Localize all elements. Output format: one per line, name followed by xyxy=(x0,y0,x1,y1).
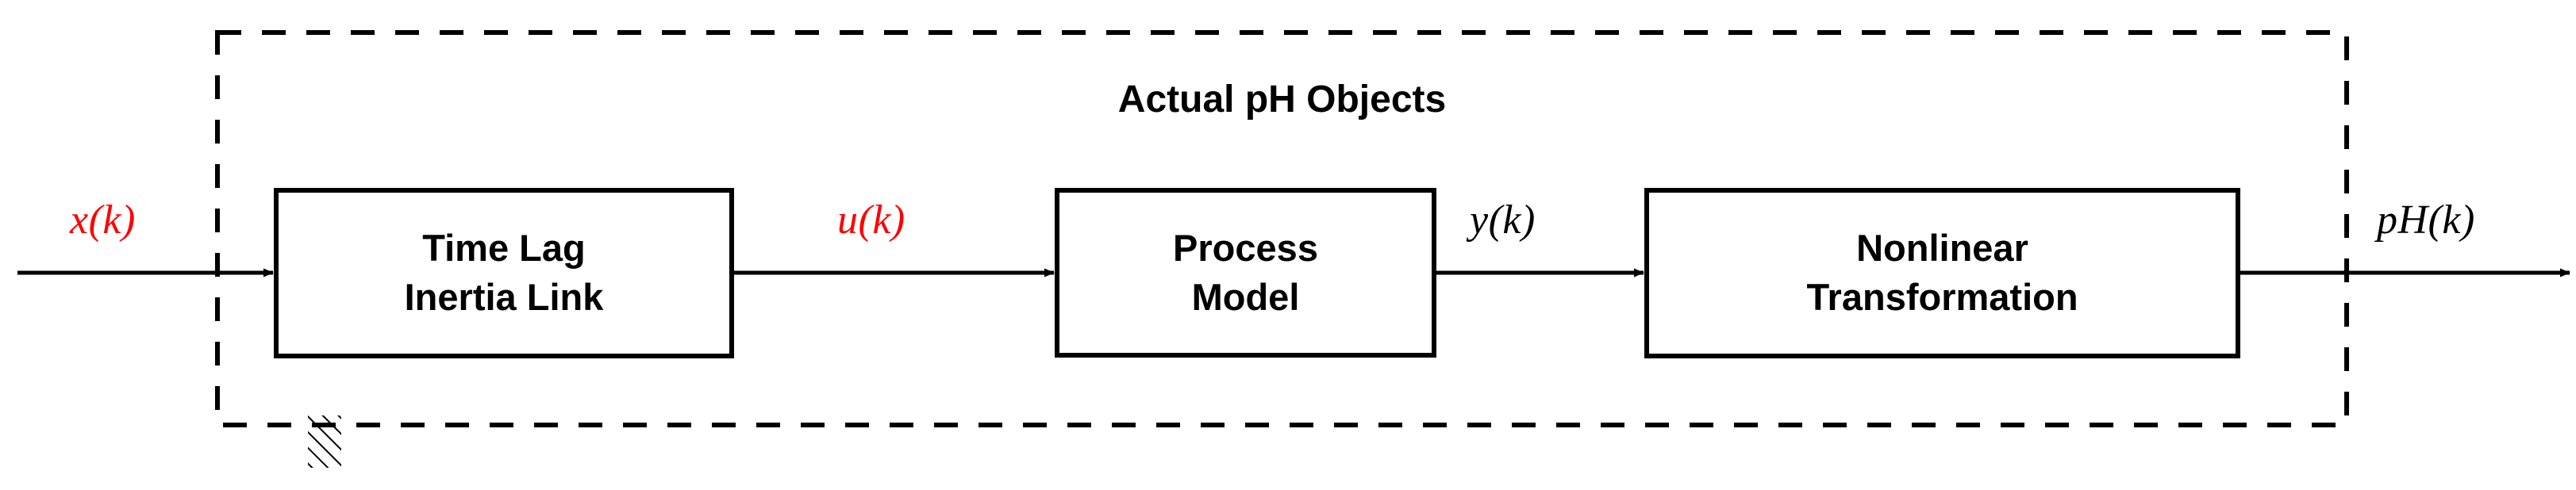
block-rect-nonlinear xyxy=(1644,188,2240,358)
block-label-line2: Inertia Link xyxy=(404,276,604,318)
signal-label-u: u(k) xyxy=(837,197,905,243)
block-label-nonlinear-transformation: Nonlinear Transformation xyxy=(1647,224,2238,322)
block-label-line2: Model xyxy=(1191,276,1300,318)
block-label-process-model: Process Model xyxy=(1057,224,1434,322)
block-label-line1: Process xyxy=(1173,227,1318,269)
signal-label-input-x: x(k) xyxy=(70,197,136,243)
group-title: Actual pH Objects xyxy=(1117,78,1447,121)
block-rect-process-model xyxy=(1055,188,1436,358)
block-label-line1: Time Lag xyxy=(422,227,586,269)
block-rect-time-lag xyxy=(274,188,734,358)
signal-label-y: y(k) xyxy=(1470,197,1536,243)
block-label-time-lag-inertia-link: Time Lag Inertia Link xyxy=(276,224,732,322)
signal-label-output-ph: pH(k) xyxy=(2377,197,2475,243)
block-label-line2: Transformation xyxy=(1806,276,2078,318)
ground-hatch-icon xyxy=(308,415,341,468)
block-label-line1: Nonlinear xyxy=(1856,227,2028,269)
group-boundary xyxy=(215,30,2349,427)
